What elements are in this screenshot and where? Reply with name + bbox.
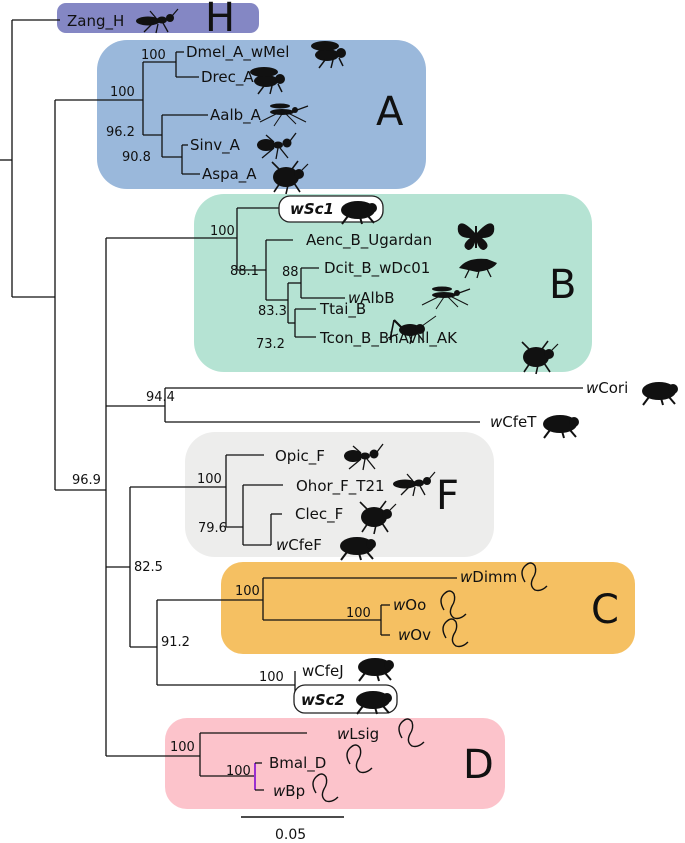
- support-fc-node: 82.5: [134, 560, 163, 575]
- tip-opic: Opic_F: [275, 447, 325, 466]
- tip-wlsig: wLsig: [337, 725, 379, 743]
- tip-wdimm: wDimm: [460, 568, 517, 586]
- clade-label-d: D: [463, 742, 494, 788]
- scale-bar: 0.05: [241, 816, 344, 843]
- clade-box-f: [185, 432, 494, 557]
- tip-ttai: Ttai_B: [319, 300, 366, 319]
- support-d-root: 100: [170, 740, 195, 755]
- support-b-root: 100: [210, 224, 235, 239]
- support-a-root: 100: [110, 85, 135, 100]
- support-b-mid: 83.3: [258, 304, 287, 319]
- support-d-bmal-bp: 100: [226, 764, 251, 779]
- clade-box-d: [165, 718, 505, 809]
- tip-tcon: Tcon_B_BhAvill_AK: [319, 329, 458, 348]
- clade-label-a: A: [376, 89, 404, 135]
- tip-woo: wOo: [393, 596, 426, 614]
- tip-wcfef: wCfeF: [276, 536, 322, 554]
- support-b-dcit-walbb: 88: [282, 265, 299, 280]
- support-a-inner: 96.2: [106, 125, 135, 140]
- support-cori-cfet: 94.4: [146, 390, 175, 405]
- support-b-ttai-tcon: 73.2: [256, 337, 285, 352]
- tip-wcori: wCori: [586, 379, 628, 397]
- clade-label-b: B: [549, 262, 576, 308]
- flea-icon: [357, 657, 395, 682]
- scale-bar-label: 0.05: [275, 827, 306, 843]
- tree-branches: [0, 19, 583, 791]
- support-a-dmel-drec: 100: [141, 48, 166, 63]
- support-c-cfej-node: 91.2: [161, 635, 190, 650]
- support-f-root: 100: [197, 472, 222, 487]
- tip-wcfet: wCfeT: [490, 413, 537, 431]
- tip-aalb: Aalb_A: [210, 106, 262, 125]
- tip-ohor: Ohor_F_T21: [296, 477, 385, 496]
- tip-dcit: Dcit_B_wDc01: [324, 259, 430, 278]
- tip-wsc2: wSc2: [301, 691, 345, 709]
- tip-wsc1: wSc1: [290, 200, 334, 218]
- tip-sinv: Sinv_A: [190, 136, 241, 155]
- tip-bmal: Bmal_D: [269, 754, 326, 773]
- tip-wov: wOv: [398, 626, 431, 644]
- flea-icon: [641, 381, 679, 406]
- clade-label-h: H: [205, 0, 235, 41]
- tip-clec: Clec_F: [295, 505, 343, 524]
- support-cfej-sc2: 100: [259, 670, 284, 685]
- tip-drec: Drec_A: [201, 68, 254, 87]
- support-c-oo-ov: 100: [346, 606, 371, 621]
- clade-label-f: F: [436, 473, 459, 519]
- tip-aspa: Aspa_A: [202, 165, 257, 184]
- tip-zang: Zang_H: [67, 12, 124, 31]
- tip-wbp: wBp: [273, 782, 305, 800]
- support-b-inner: 88.1: [230, 264, 259, 279]
- flea-icon: [542, 414, 580, 439]
- tip-dmel: Dmel_A_wMel: [186, 43, 289, 62]
- support-a-sinv-aspa: 90.8: [122, 150, 151, 165]
- clade-box-b: [194, 194, 592, 372]
- tip-wcfej: wCfeJ: [302, 662, 344, 680]
- support-f-clec: 79.6: [198, 521, 227, 536]
- support-c-root: 100: [235, 584, 260, 599]
- clade-label-c: C: [591, 587, 619, 633]
- tip-walbb: wAlbB: [348, 289, 395, 307]
- tip-aenc: Aenc_B_Ugardan: [306, 231, 432, 250]
- support-main: 96.9: [72, 473, 101, 488]
